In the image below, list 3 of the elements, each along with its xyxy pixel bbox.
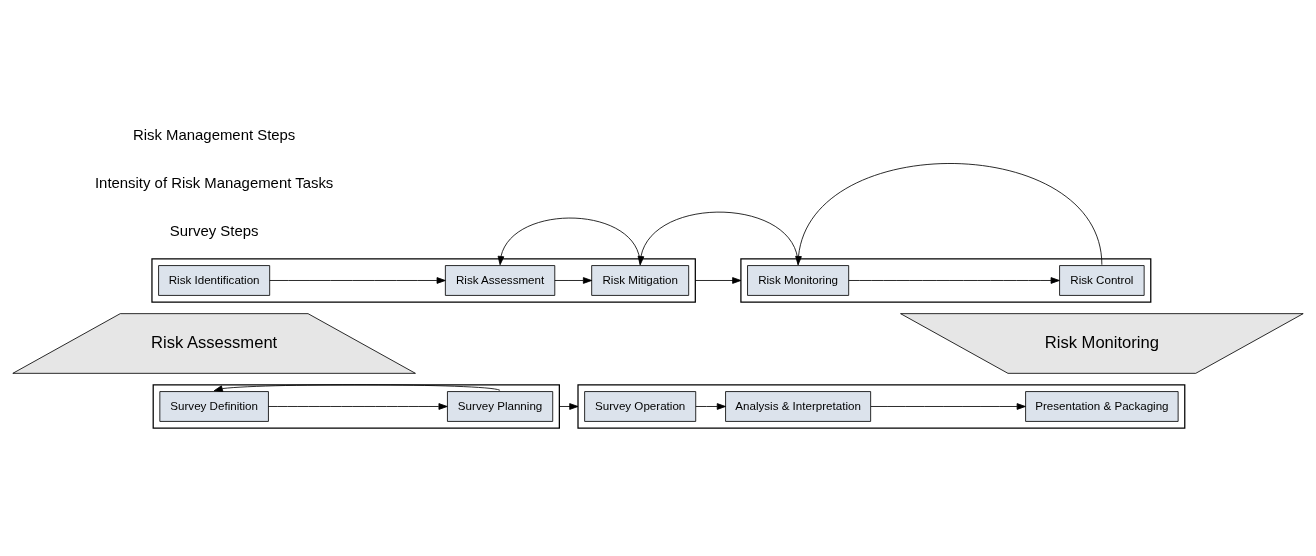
label: Survey Steps — [169, 222, 259, 240]
label: Intensity of Risk Management Tasks — [94, 173, 334, 191]
label: Risk Management Steps — [132, 125, 296, 143]
